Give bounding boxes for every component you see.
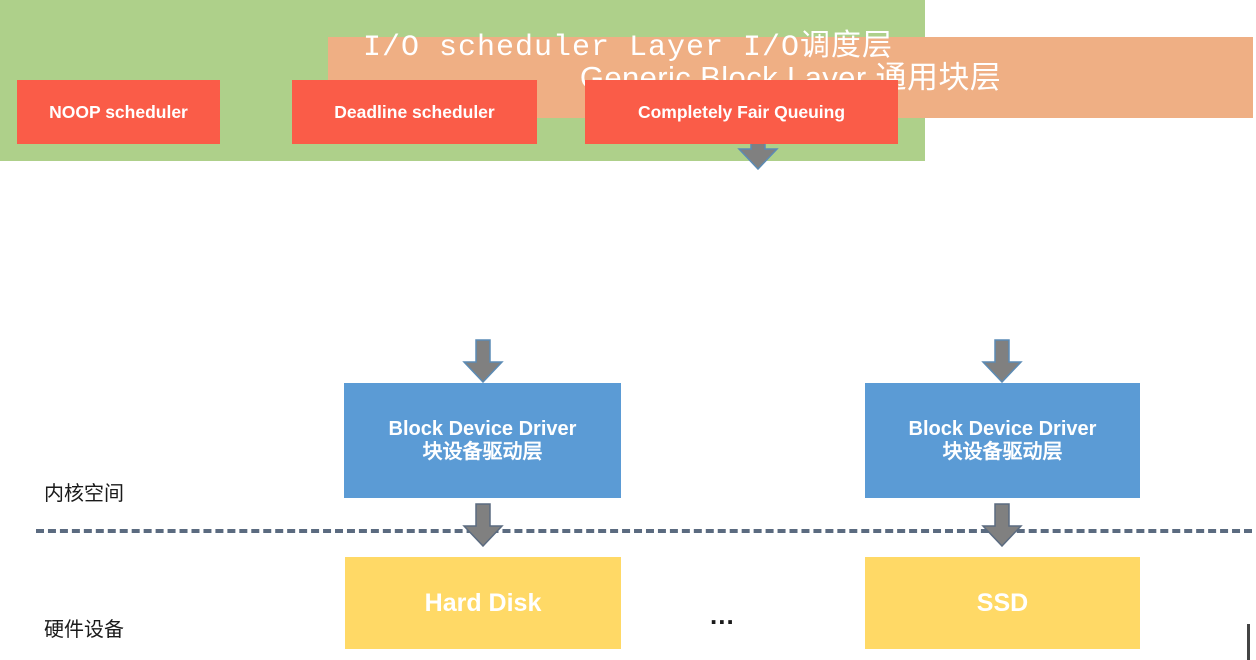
arrow-down-icon-scheduler-to-driver-right	[981, 339, 1023, 383]
block-device-driver-label-right-line1: Block Device Driver	[908, 417, 1097, 440]
block-device-driver-label-right-line2: 块设备驱动层	[942, 440, 1063, 463]
io-scheduler-layer: I/O scheduler Layer I/O调度层 NOOP schedule…	[0, 0, 925, 161]
label-hardware-devices: 硬件设备	[44, 617, 124, 641]
block-device-driver-label-left-line1: Block Device Driver	[388, 417, 577, 440]
kernel-hardware-divider	[36, 529, 1252, 533]
scheduler-box-completely-fair-queuing[interactable]: Completely Fair Queuing	[585, 80, 898, 144]
scheduler-label-completely-fair-queuing: Completely Fair Queuing	[637, 101, 846, 122]
block-device-driver-box-right[interactable]: Block Device Driver 块设备驱动层	[865, 383, 1140, 498]
arrow-down-icon-driver-to-harddisk	[462, 503, 504, 547]
device-box-hard-disk[interactable]: Hard Disk	[345, 557, 621, 649]
arrow-down-icon-driver-to-ssd	[981, 503, 1023, 547]
block-device-driver-box-left[interactable]: Block Device Driver 块设备驱动层	[344, 383, 621, 498]
scheduler-label-noop: NOOP scheduler	[49, 101, 188, 122]
device-label-ssd: SSD	[976, 588, 1029, 617]
io-scheduler-layer-title: I/O scheduler Layer I/O调度层	[362, 31, 894, 65]
block-device-driver-label-left-line2: 块设备驱动层	[422, 440, 543, 463]
devices-ellipsis: ...	[710, 600, 735, 630]
scheduler-box-deadline[interactable]: Deadline scheduler	[292, 80, 537, 144]
scheduler-box-noop[interactable]: NOOP scheduler	[17, 80, 220, 144]
arrow-down-icon-scheduler-to-driver-left	[462, 339, 504, 383]
scheduler-label-deadline: Deadline scheduler	[334, 101, 495, 122]
right-edge-artifact	[1247, 624, 1250, 660]
device-label-hard-disk: Hard Disk	[424, 588, 542, 617]
device-box-ssd[interactable]: SSD	[865, 557, 1140, 649]
label-kernel-space: 内核空间	[44, 481, 124, 505]
